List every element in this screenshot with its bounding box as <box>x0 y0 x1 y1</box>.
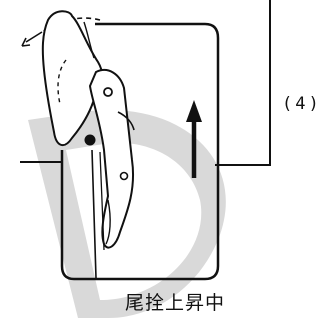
rod-left <box>91 149 97 279</box>
bracket-line <box>215 0 271 166</box>
lever-hook <box>117 111 135 131</box>
rod-right <box>99 151 105 251</box>
caption: 尾拴上昇中 <box>125 292 226 314</box>
step-label: (4) <box>282 94 322 114</box>
curved-arrow-icon <box>21 31 43 47</box>
flap-dashed-outline <box>57 59 67 105</box>
pivot-pin-upper <box>103 87 113 97</box>
lever-arm <box>88 69 135 249</box>
flap-part <box>41 10 104 147</box>
pivot-pin-middle <box>84 134 96 146</box>
panel-frame <box>60 22 220 281</box>
pivot-pin-lower <box>119 171 129 181</box>
up-arrow-icon <box>186 100 202 178</box>
d-logo-watermark <box>28 110 226 318</box>
lever-inner <box>105 199 111 245</box>
flap-inner-line <box>83 21 95 59</box>
